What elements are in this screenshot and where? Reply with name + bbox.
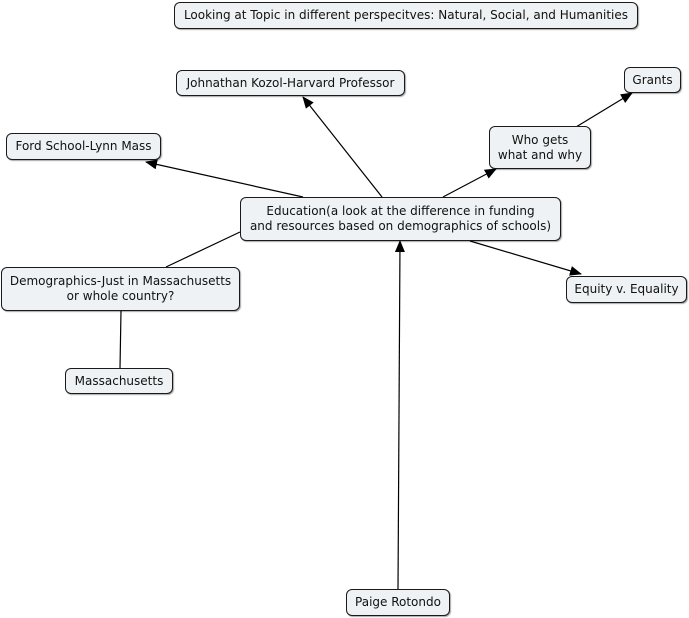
title-node[interactable]: Looking at Topic in different perspecitv… [174, 2, 638, 29]
connector-education-to-demographics [165, 231, 241, 268]
demographics-node[interactable]: Demographics-Just in Massachusetts or wh… [1, 267, 240, 311]
connector-demographics-to-massachusetts [119, 310, 122, 369]
massachusetts-node[interactable]: Massachusetts [65, 368, 173, 394]
ford-node[interactable]: Ford School-Lynn Mass [6, 133, 161, 160]
connector-author-to-education [394, 240, 405, 590]
education-node[interactable]: Education(a look at the difference in fu… [240, 197, 561, 241]
who-gets-node[interactable]: Who gets what and why [489, 126, 591, 169]
kozol-node[interactable]: Johnathan Kozol-Harvard Professor [176, 70, 405, 96]
connector-education-to-who-gets [442, 168, 497, 198]
grants-node[interactable]: Grants [624, 67, 681, 93]
connector-education-to-kozol [302, 96, 383, 198]
equity-node[interactable]: Equity v. Equality [566, 276, 687, 303]
connector-education-to-ford [145, 159, 304, 198]
connector-education-to-equity [469, 240, 582, 276]
connector-who-gets-to-grants [575, 92, 633, 128]
author-node[interactable]: Paige Rotondo [346, 589, 450, 616]
